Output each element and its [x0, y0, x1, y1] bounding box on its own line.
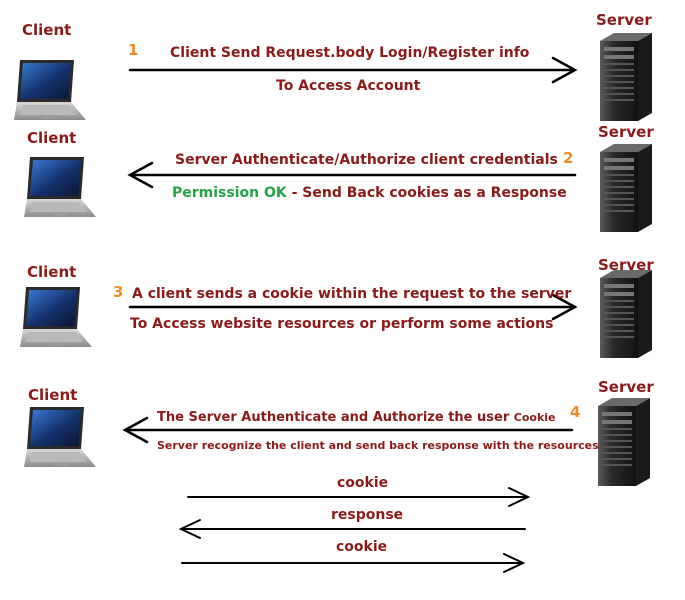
step-description: Client Send Request.body Login/Register …: [170, 45, 530, 61]
step-number: 4: [570, 403, 581, 421]
arrow-to-client: [122, 416, 574, 444]
step-description: Server Authenticate/Authorize client cre…: [175, 152, 558, 168]
server-tower-icon: [600, 33, 652, 121]
step-description: A client sends a cookie within the reque…: [132, 286, 572, 302]
step-number: 3: [113, 283, 124, 301]
step-detail: To Access website resources or perform s…: [130, 316, 554, 332]
server-tower-icon: [600, 144, 652, 232]
step-description: The Server Authenticate and Authorize th…: [157, 410, 556, 425]
exchange-label: cookie: [337, 475, 389, 491]
arrow-to-server: [128, 293, 578, 321]
laptop-icon: [14, 60, 86, 120]
exchange-arrow-right: [187, 487, 531, 507]
client-label: Client: [22, 21, 72, 39]
exchange-arrow-left: [178, 519, 526, 539]
step-detail: To Access Account: [276, 78, 421, 94]
exchange-arrow-right: [181, 553, 526, 573]
client-label: Client: [27, 129, 77, 147]
exchange-label: cookie: [336, 539, 388, 555]
client-label: Client: [27, 263, 77, 281]
step-detail: Server recognize the client and send bac…: [157, 439, 599, 452]
step-number: 2: [563, 149, 574, 167]
client-label: Client: [28, 386, 78, 404]
server-label: Server: [598, 123, 654, 141]
arrow-to-server: [128, 56, 578, 84]
permission-ok-text: Permission OK: [172, 185, 287, 201]
laptop-icon: [20, 287, 92, 347]
step-number: 1: [128, 41, 139, 59]
server-label: Server: [598, 378, 654, 396]
server-label: Server: [596, 11, 652, 29]
step-description-main: The Server Authenticate and Authorize th…: [157, 410, 510, 425]
server-tower-icon: [600, 270, 652, 358]
laptop-icon: [24, 157, 96, 217]
exchange-label: response: [331, 507, 404, 523]
step-detail-rest: - Send Back cookies as a Response: [286, 185, 567, 201]
laptop-icon: [24, 407, 96, 467]
cookie-word: Cookie: [513, 411, 556, 424]
server-tower-icon: [598, 398, 650, 486]
server-label: Server: [598, 256, 654, 274]
step-detail: Permission OK - Send Back cookies as a R…: [172, 185, 567, 201]
arrow-to-client: [127, 161, 577, 189]
